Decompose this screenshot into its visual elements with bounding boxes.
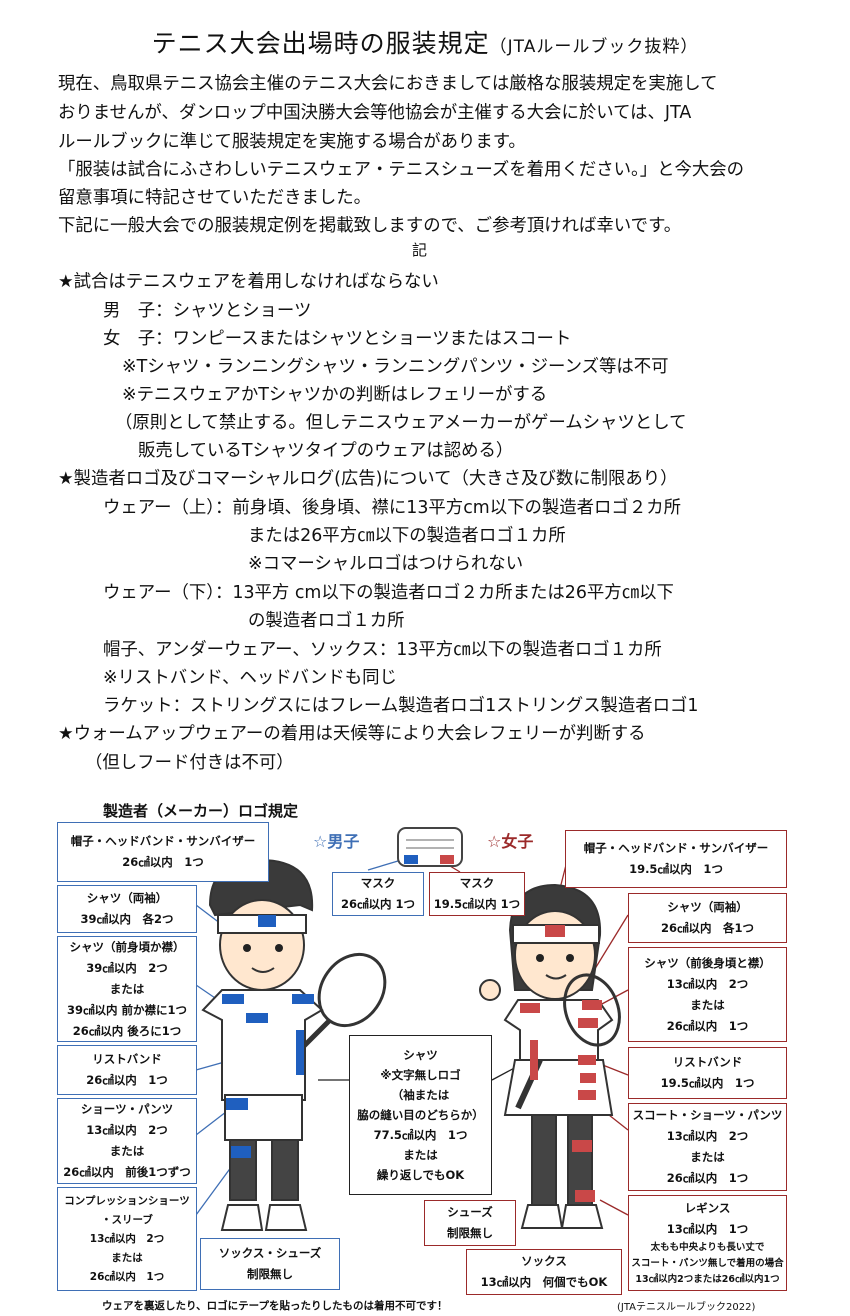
rule-line: または26平方㎝以下の製造者ロゴ１カ所 bbox=[248, 526, 566, 546]
rule-line: 女 子：ワンピースまたはシャツとショーツまたはスコート bbox=[103, 329, 572, 349]
title-main: テニス大会出場時の服装規定 bbox=[151, 29, 490, 58]
ki-mark: 記 bbox=[412, 241, 428, 259]
intro-line: 「服装は試合にふさわしいテニスウェア・テニスシューズを着用ください。」と今大会の bbox=[58, 160, 745, 180]
rule-line: の製造者ロゴ１カ所 bbox=[248, 611, 405, 631]
female-shoes-box: シューズ制限無し bbox=[424, 1200, 516, 1246]
intro-line: 留意事項に特記させていただきました。 bbox=[58, 188, 372, 208]
rule-line: ★試合はテニスウェアを着用しなければならない bbox=[58, 272, 439, 292]
rule-line: ラケット：ストリングスにはフレーム製造者ロゴ1ストリングス製造者ロゴ1 bbox=[103, 696, 699, 716]
rule-line: ※コマーシャルロゴはつけられない bbox=[248, 554, 524, 574]
illustration bbox=[195, 827, 629, 1231]
rule-line: ★ウォームアップウェアーの着用は天候等により大会レフェリーが判断する bbox=[58, 724, 646, 744]
female-label: ☆女子 bbox=[487, 832, 534, 851]
intro-line: 下記に一般大会での服装規定例を掲載致しますので、ご参考頂ければ幸いです。 bbox=[58, 216, 682, 236]
center-shirt-box: シャツ※文字無しロゴ（袖または脇の縫い目のどちらか）77.5㎠以内 1つまたは繰… bbox=[349, 1035, 492, 1195]
rule-line: 帽子、アンダーウェアー、ソックス：13平方㎝以下の製造者ロゴ１カ所 bbox=[103, 640, 662, 660]
rule-line: ※テニスウェアかTシャツかの判断はレフェリーがする bbox=[122, 385, 548, 405]
intro-line: ルールブックに準じて服装規定を実施する場合があります。 bbox=[58, 132, 526, 152]
diagram-heading: 製造者（メーカー）ロゴ規定 bbox=[103, 802, 299, 820]
male-socks-box: ソックス・シューズ制限無し bbox=[200, 1238, 340, 1290]
male-sleeve-box: シャツ（両袖）39㎠以内 各2つ bbox=[57, 885, 197, 933]
title-sub: （JTAルールブック抜粋） bbox=[489, 37, 699, 57]
rule-line: （但しフード付きは不可） bbox=[85, 753, 294, 773]
rule-line: （原則として禁止する。但しテニスウェアメーカーがゲームシャツとして bbox=[115, 413, 687, 433]
rule-line: ウェアー（下）：13平方 cm以下の製造者ロゴ２カ所または26平方㎝以下 bbox=[103, 583, 674, 603]
female-sleeve-box: シャツ（両袖）26㎠以内 各1つ bbox=[628, 893, 787, 943]
rule-line: 男 子：シャツとショーツ bbox=[103, 301, 312, 321]
rule-line: ※リストバンド、ヘッドバンドも同じ bbox=[103, 668, 397, 688]
footer-note: ウェアを裏返したり、ロゴにテープを貼ったりしたものは着用不可です！ bbox=[102, 1300, 448, 1312]
page-title: テニス大会出場時の服装規定（JTAルールブック抜粋） bbox=[0, 24, 850, 60]
intro-line: おりませんが、ダンロップ中国決勝大会等他協会が主催する大会に於いては、JTA bbox=[58, 103, 692, 123]
male-label: ☆男子 bbox=[313, 832, 360, 851]
footer-source: (JTAテニスルールブック2022) bbox=[617, 1302, 756, 1313]
rule-line: 販売しているTシャツタイプのウェアは認める） bbox=[138, 441, 514, 461]
rule-line: ★製造者ロゴ及びコマーシャルログ(広告)について（大きさ及び数に制限あり） bbox=[58, 469, 678, 489]
rule-line: ウェアー（上）：前身頃、後身頃、襟に13平方cm以下の製造者ロゴ２カ所 bbox=[103, 498, 681, 518]
rule-line: ※Tシャツ・ランニングシャツ・ランニングパンツ・ジーンズ等は不可 bbox=[122, 357, 669, 377]
intro-line: 現在、鳥取県テニス協会主催のテニス大会におきましては厳格な服装規定を実施して bbox=[58, 74, 718, 94]
